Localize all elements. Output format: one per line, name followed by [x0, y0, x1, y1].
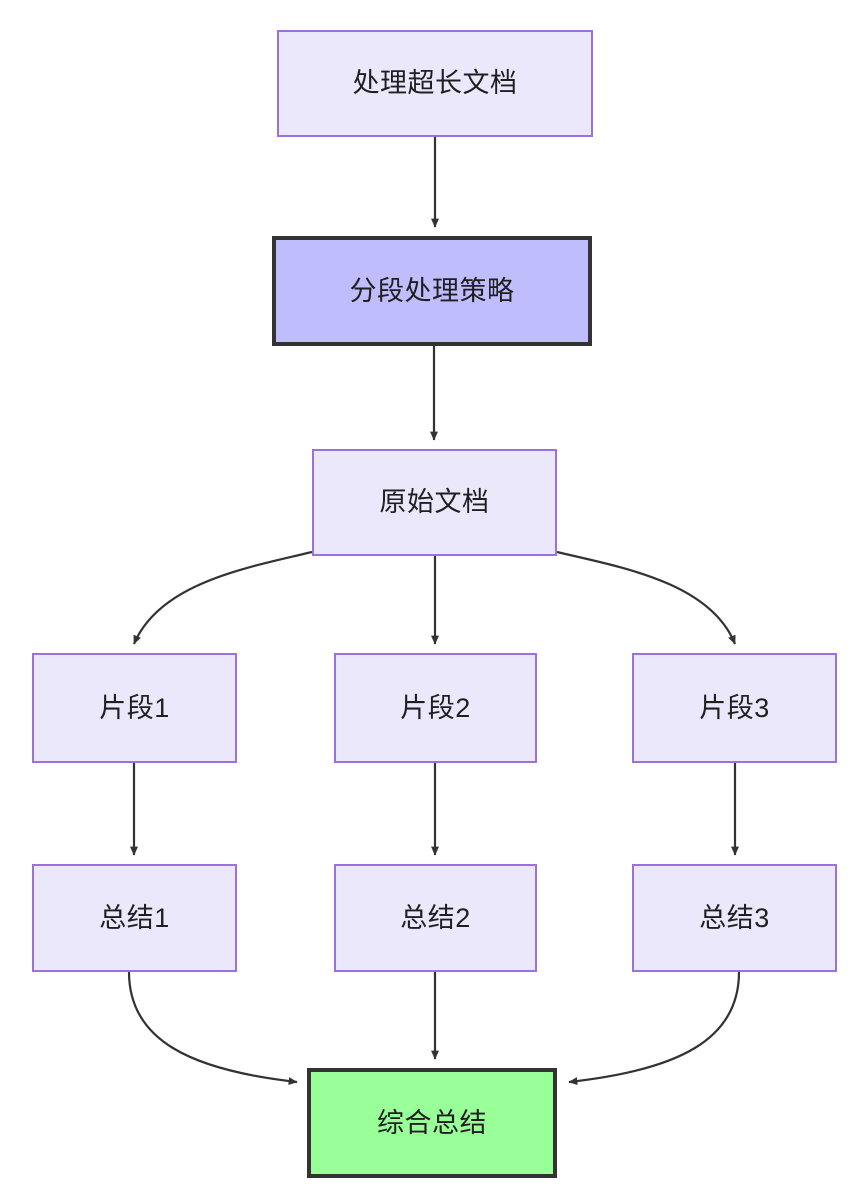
- node-strategy-label: 分段处理策略: [349, 275, 515, 306]
- edge-source-to-fragment3: [556, 550, 737, 645]
- edge-source-to-fragment1: [132, 550, 313, 645]
- node-summary-2-label: 总结2: [400, 902, 471, 933]
- node-start[interactable]: 处理超长文档: [277, 30, 593, 137]
- node-fragment-3-label: 片段3: [699, 692, 770, 723]
- node-summary-1-label: 总结1: [99, 902, 170, 933]
- edge-summary1-to-final: [127, 971, 298, 1086]
- node-fragment-2-label: 片段2: [400, 692, 471, 723]
- node-final-summary[interactable]: 综合总结: [307, 1068, 557, 1178]
- edge-summary3-to-final: [568, 971, 741, 1086]
- node-final-summary-label: 综合总结: [377, 1107, 487, 1138]
- node-source-document-label: 原始文档: [379, 487, 490, 518]
- node-start-label: 处理超长文档: [352, 68, 518, 99]
- node-summary-2[interactable]: 总结2: [334, 864, 537, 972]
- node-summary-3-label: 总结3: [699, 902, 770, 933]
- node-fragment-2[interactable]: 片段2: [334, 653, 537, 763]
- node-fragment-3[interactable]: 片段3: [632, 653, 837, 763]
- node-summary-1[interactable]: 总结1: [32, 864, 237, 972]
- node-source-document[interactable]: 原始文档: [312, 449, 557, 556]
- node-summary-3[interactable]: 总结3: [632, 864, 837, 972]
- node-fragment-1[interactable]: 片段1: [32, 653, 237, 763]
- node-strategy[interactable]: 分段处理策略: [272, 236, 592, 346]
- node-fragment-1-label: 片段1: [99, 692, 170, 723]
